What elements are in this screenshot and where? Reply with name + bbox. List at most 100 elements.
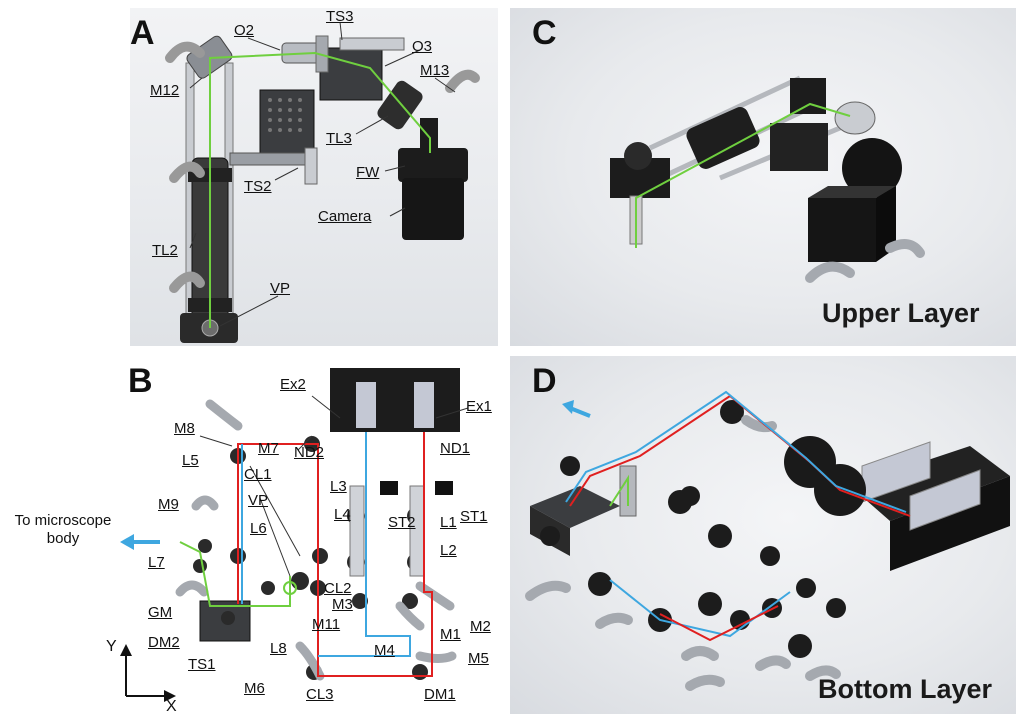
fw-post [420, 118, 438, 152]
clamp-arm [165, 41, 205, 63]
beam-path-green [635, 102, 851, 248]
clamp-arm [169, 271, 205, 293]
stage-ts3 [319, 47, 383, 101]
output-arrow [569, 406, 591, 418]
label-l7: L7 [148, 554, 165, 571]
camera-body [808, 198, 876, 262]
label-l5: L5 [182, 452, 199, 469]
clamp-arm [445, 69, 480, 93]
label-m7: M7 [258, 440, 279, 457]
clamp-arm [805, 261, 855, 283]
vp-marker [283, 581, 297, 595]
lens [834, 101, 876, 135]
output-arrow-head [562, 400, 574, 414]
stage [770, 123, 828, 171]
label-o3: O3 [412, 38, 433, 55]
output-arrow-head [120, 534, 134, 550]
label-dm1: DM1 [424, 686, 456, 703]
shutter-st1 [435, 481, 453, 495]
label-m2: M2 [470, 618, 491, 635]
beam-path-green [179, 541, 291, 607]
layer-title: Upper Layer [822, 298, 980, 328]
laser-ex1-box [909, 469, 981, 531]
label-tl3: TL3 [326, 130, 352, 147]
filter-wheel [842, 138, 902, 198]
label-m4: M4 [374, 642, 395, 659]
label-tl2: TL2 [152, 242, 178, 259]
label-ts3: TS3 [326, 8, 354, 25]
panel-a-drawing [165, 21, 480, 343]
panel-letter: B [128, 362, 153, 400]
tube-lens [686, 107, 760, 169]
lens-tube [409, 485, 425, 577]
label-l2: L2 [440, 542, 457, 559]
x-axis-arrow [164, 690, 176, 702]
panel-b: B Ex2 Ex1 M8 M7 ND2 ND1 L5 CL1 L3 ST2 ST… [0, 356, 500, 718]
label-ex1: Ex1 [466, 398, 492, 415]
label-gm: GM [148, 604, 173, 621]
mirror-mount [790, 78, 826, 114]
label-st2: ST2 [388, 514, 416, 531]
axis-y-label: Y [106, 638, 117, 655]
panel-d-drawing [525, 390, 1010, 691]
panel-b-drawing [120, 368, 469, 702]
camera-body [402, 178, 464, 240]
label-nd1: ND1 [440, 440, 471, 457]
stage-holes [268, 98, 302, 132]
label-m8: M8 [174, 420, 195, 437]
label-m6: M6 [244, 680, 265, 697]
label-ex2: Ex2 [280, 376, 306, 393]
beam-path-blue [318, 432, 411, 657]
layer-title: Bottom Layer [818, 674, 993, 704]
label-m3: M3 [332, 596, 353, 613]
label-cl1: CL1 [244, 466, 272, 483]
label-o2: O2 [234, 22, 255, 39]
micrometer [304, 147, 318, 185]
beam-path-red [659, 605, 779, 642]
panel-letter: A [130, 14, 155, 52]
label-vp: VP [270, 280, 291, 297]
axis-x-label: X [166, 698, 177, 715]
beam-path-green [609, 474, 629, 507]
clamp-arm [885, 239, 925, 258]
y-axis-arrow [120, 644, 132, 656]
label-fw: FW [356, 164, 380, 181]
leader-lines [189, 21, 456, 327]
beam-path-green [209, 51, 431, 328]
label-m5: M5 [468, 650, 489, 667]
tube-lens-tl3 [377, 80, 423, 130]
label-m11: M11 [312, 616, 341, 633]
laser-base-top [850, 446, 1010, 521]
camera-top [808, 186, 896, 198]
panel-letter: C [532, 14, 557, 52]
label-l4: L4 [334, 506, 351, 523]
shutter-st2 [380, 481, 398, 495]
label-m9: M9 [158, 496, 179, 513]
knob [624, 142, 652, 170]
label-vp: VP [248, 492, 269, 509]
side-note-microscope-body: To microscope body [14, 512, 112, 547]
label-dm2: DM2 [148, 634, 180, 651]
translation-stage-ts2 [229, 152, 311, 166]
label-m1: M1 [440, 626, 461, 643]
label-l3: L3 [330, 478, 347, 495]
stage-top [530, 486, 620, 528]
beam-path-red [237, 432, 433, 677]
label-m13: M13 [420, 62, 450, 79]
label-m12: M12 [150, 82, 180, 99]
label-ts1: TS1 [188, 656, 216, 673]
label-ts2: TS2 [244, 178, 272, 195]
beam-path-blue [565, 390, 907, 513]
panel-d: D Bottom Layer [510, 356, 1016, 714]
panel-letter: D [532, 362, 557, 400]
label-st1: ST1 [460, 508, 488, 525]
label-nd2: ND2 [294, 444, 325, 461]
lens-tube [349, 485, 365, 577]
panel-c-drawing [610, 75, 925, 283]
label-cl2: CL2 [324, 580, 352, 597]
laser-ex1-aperture [414, 382, 434, 428]
clamp-arm [169, 161, 205, 183]
clamp-arms [525, 415, 841, 691]
label-camera: Camera [318, 208, 372, 225]
panel-a: A O2 TS3 O3 M12 M13 TL3 FW TS2 Camera TL… [130, 8, 498, 346]
